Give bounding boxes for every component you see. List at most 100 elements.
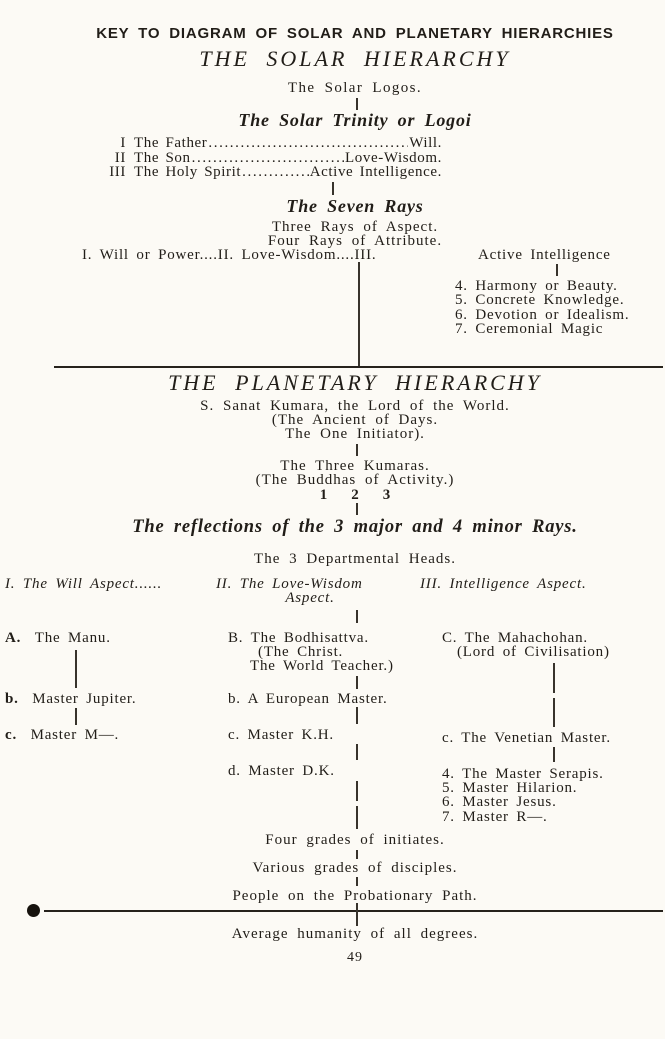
seven-rays-title: The Seven Rays: [286, 196, 424, 216]
trinity-person: The Holy Spirit: [134, 164, 242, 181]
connector-mahachohan-1: [553, 663, 555, 693]
connector-solar-to-planetary: [358, 262, 360, 366]
planetary-hierarchy-title: THE PLANETARY HIERARCHY: [168, 370, 542, 395]
trinity-aspect: Love-Wisdom.: [345, 149, 442, 166]
connector-initiates-disciples: [356, 850, 358, 859]
kumara-number-2: 2: [351, 487, 359, 503]
connector-venetian-serapis: [553, 747, 555, 762]
connector-solar-logos: [356, 98, 358, 110]
sanat-kumara-line: S. Sanat Kumara, the Lord of the World.: [200, 398, 510, 414]
connector-lord-to-kumaras: [356, 444, 358, 456]
buddhas-activity-line: (The Buddhas of Activity.): [255, 472, 455, 489]
trinity-person: The Father: [134, 135, 208, 151]
leader-dots: ........................................…: [191, 150, 344, 166]
master-m-text: Master M—.: [30, 727, 120, 743]
disciples-label: Various grades of disciples.: [252, 860, 458, 876]
kumara-number-3: 3: [382, 487, 391, 503]
average-humanity-label: Average humanity of all degrees.: [231, 926, 479, 942]
master-dk-item: d. Master D.K.: [228, 763, 335, 779]
section-divider-rule: [54, 366, 663, 369]
venetian-master-item: c. The Venetian Master.: [442, 730, 611, 746]
master-m-prefix: c.: [5, 727, 18, 743]
world-teacher-line: The World Teacher.): [250, 658, 394, 674]
will-aspect-header: I. The Will Aspect......: [5, 576, 163, 592]
connector-probationary-humanity: [356, 903, 358, 926]
master-r-item: 7. Master R—.: [442, 808, 548, 825]
master-jesus-item: 6. Master Jesus.: [442, 794, 557, 811]
connector-kumaras-to-reflections: [356, 503, 358, 515]
trinity-row-holy-spirit: III The Holy Spirit ....................…: [100, 165, 442, 180]
connector-love-header: [356, 610, 358, 623]
jupiter-text: Master Jupiter.: [32, 691, 137, 707]
three-kumaras-line: The Three Kumaras.: [280, 458, 430, 474]
one-initiator-line: The One Initiator).: [285, 426, 425, 443]
connector-bodhisattva-european: [356, 676, 358, 689]
manu-item: A. The Manu.: [5, 630, 111, 646]
sanat-kumara-block: S. Sanat Kumara, the Lord of the World. …: [45, 398, 665, 443]
connector-jupiter-m: [75, 708, 77, 725]
connector-dk-initiates-2: [356, 806, 358, 829]
three-kumaras-block: The Three Kumaras. (The Buddhas of Activ…: [45, 458, 665, 489]
leader-dots: ........................................…: [208, 136, 408, 151]
master-m-item: c. Master M—.: [5, 727, 120, 743]
love-wisdom-header: II. The Love-Wisdom Aspect.: [216, 576, 404, 607]
lord-of-civilisation-line: (Lord of Civilisation): [457, 644, 610, 660]
page-number: 49: [347, 950, 363, 965]
trinity-numeral: I: [120, 135, 126, 151]
connector-third-ray: [556, 264, 558, 276]
connector-trinity-to-rays: [332, 182, 334, 195]
connector-mahachohan-2: [553, 698, 555, 727]
jupiter-prefix: b.: [5, 691, 19, 707]
reflections-title: The reflections of the 3 major and 4 min…: [132, 517, 578, 537]
love-wisdom-header-line2: Aspect.: [285, 590, 335, 607]
manu-prefix: A.: [5, 630, 22, 646]
trinity-row-son: II The Son .............................…: [100, 149, 442, 166]
kumara-numbers: 1 2 3: [45, 487, 665, 504]
connector-european-kh: [356, 707, 358, 724]
third-ray-label: Active Intelligence: [478, 247, 611, 263]
solar-trinity-title: The Solar Trinity or Logoi: [238, 110, 472, 130]
trinity-numeral: II: [114, 149, 126, 166]
master-hilarion-item: 5. Master Hilarion.: [442, 780, 578, 797]
attribute-ray-5: 5. Concrete Knowledge.: [455, 292, 625, 309]
connector-kh-dk: [356, 744, 358, 760]
attribute-ray-6: 6. Devotion or Idealism.: [455, 306, 630, 323]
master-serapis-item: 4. The Master Serapis.: [442, 766, 604, 782]
connector-disciples-probationary: [356, 877, 358, 886]
solar-logos-label: The Solar Logos.: [287, 80, 423, 96]
connector-dk-initiates-1: [356, 781, 358, 801]
manu-text: The Manu.: [34, 630, 111, 646]
leader-dots: ........................................…: [242, 165, 309, 180]
initiates-label: Four grades of initiates.: [265, 832, 445, 848]
kumara-number-1: 1: [319, 487, 328, 503]
bodhisattva-item: B. The Bodhisattva.: [228, 630, 369, 646]
solar-hierarchy-title: THE SOLAR HIERARCHY: [199, 46, 511, 71]
ancient-of-days-line: (The Ancient of Days.: [271, 412, 439, 429]
trinity-aspect: Active Intelligence.: [309, 164, 442, 181]
the-christ-line: (The Christ.: [258, 644, 344, 660]
attribute-rays-list: 4. Harmony or Beauty. 5. Concrete Knowle…: [455, 278, 630, 338]
departmental-heads-label: The 3 Departmental Heads.: [254, 551, 456, 567]
mahachohan-item: C. The Mahachohan.: [442, 630, 588, 646]
trinity-row-father: I The Father ...........................…: [100, 136, 442, 151]
rays-attribute-count: Four Rays of Attribute.: [267, 233, 443, 249]
probationary-label: People on the Probationary Path.: [232, 888, 478, 904]
intelligence-masters-list: 4. The Master Serapis. 5. Master Hilario…: [442, 766, 604, 825]
attribute-ray-4: 4. Harmony or Beauty.: [455, 278, 618, 294]
trinity-aspect: Will.: [409, 135, 442, 151]
love-wisdom-header-line1: II. The Love-Wisdom: [216, 576, 363, 592]
attribute-ray-7: 7. Ceremonial Magic: [455, 321, 604, 338]
rays-aspect-count: Three Rays of Aspect.: [271, 219, 439, 235]
humanity-divider-rule: [44, 910, 663, 912]
master-kh-item: c. Master K.H.: [228, 727, 334, 743]
major-rays-line: I. Will or Power....II. Love-Wisdom....I…: [82, 247, 377, 263]
bullet-marker: [27, 904, 40, 917]
european-master-item: b. A European Master.: [228, 691, 388, 707]
master-jupiter-item: b. Master Jupiter.: [5, 691, 137, 707]
trinity-person: The Son: [134, 149, 191, 166]
connector-manu-jupiter: [75, 650, 77, 688]
trinity-numeral: III: [109, 164, 126, 181]
diagram-key-title: KEY TO DIAGRAM OF SOLAR AND PLANETARY HI…: [96, 25, 614, 42]
intelligence-aspect-header: III. Intelligence Aspect.: [420, 576, 587, 592]
